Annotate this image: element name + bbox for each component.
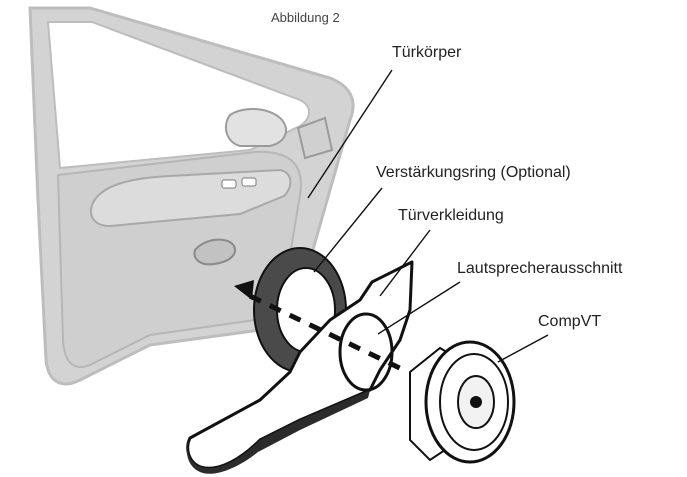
window-switch-left <box>222 180 236 188</box>
figure-caption: Abbildung 2 <box>271 11 340 24</box>
window-switch-right <box>242 178 256 186</box>
compvt-speaker <box>410 342 514 462</box>
label-compvt: CompVT <box>538 314 601 330</box>
label-verstaerkungsring: Verstärkungsring (Optional) <box>376 165 571 181</box>
leader-compvt <box>498 335 548 362</box>
label-lautsprecherausschnitt: Lautsprecherausschnitt <box>457 261 622 277</box>
label-tuerkoerper: Türkörper <box>392 45 461 61</box>
side-mirror <box>226 109 286 146</box>
label-tuerverkleidung: Türverkleidung <box>398 208 504 224</box>
speaker-dustcap <box>470 396 482 408</box>
